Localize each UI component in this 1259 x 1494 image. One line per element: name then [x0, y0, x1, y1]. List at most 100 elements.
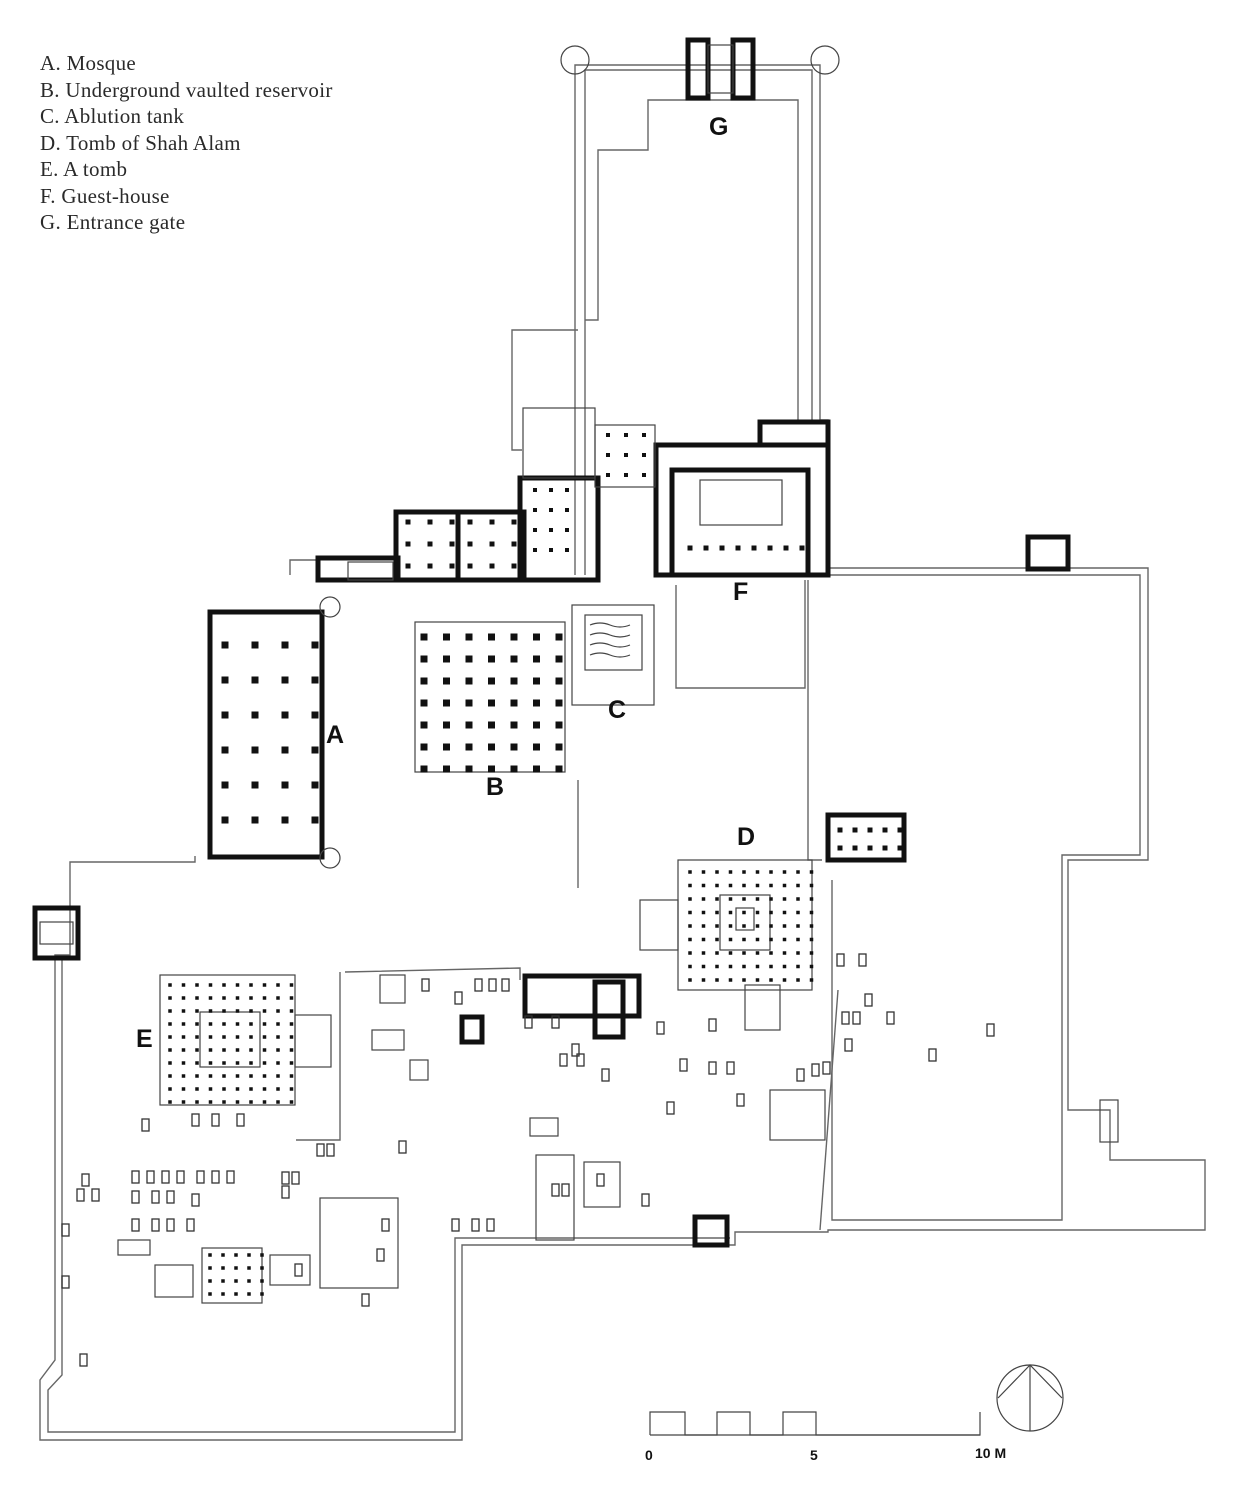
- grave-marker: [852, 1011, 861, 1025]
- pier: [260, 1266, 264, 1270]
- entrance-court-step-wall-2: [585, 99, 799, 420]
- pier: [427, 541, 433, 547]
- label-b: B: [486, 773, 504, 801]
- pier: [533, 508, 537, 512]
- pier: [742, 870, 746, 874]
- grave-marker: [151, 1218, 160, 1232]
- grave-marker: [708, 1061, 717, 1075]
- grave-marker: [191, 1113, 200, 1127]
- grave-marker: [146, 1170, 155, 1184]
- pier: [276, 1022, 280, 1026]
- pier: [235, 1048, 240, 1052]
- pier: [688, 964, 692, 969]
- pier: [260, 1279, 264, 1283]
- label-f: F: [733, 578, 748, 606]
- grave-marker: [79, 1353, 88, 1367]
- pier: [289, 1087, 294, 1091]
- a-tomb: [159, 974, 332, 1106]
- pier: [222, 983, 226, 987]
- pier: [769, 951, 773, 955]
- pier: [624, 473, 628, 477]
- pier: [742, 883, 746, 888]
- pier: [755, 910, 760, 915]
- legend-item-entrance-gate: G. Entrance gate: [40, 210, 186, 234]
- pier: [565, 488, 569, 492]
- grave-marker: [928, 1048, 937, 1062]
- pier: [311, 711, 319, 719]
- pier: [755, 883, 760, 888]
- grave-marker: [141, 1118, 150, 1132]
- grave-marker: [211, 1170, 220, 1184]
- pier: [897, 845, 903, 851]
- legend-item-ablution-tank: C. Ablution tank: [40, 104, 185, 128]
- pier: [276, 1100, 280, 1104]
- grave-marker: [656, 1021, 665, 1035]
- pier: [195, 1100, 199, 1104]
- pier: [809, 883, 814, 888]
- pier: [488, 677, 495, 685]
- pier: [235, 1074, 240, 1078]
- pier: [168, 983, 172, 987]
- pier: [809, 897, 814, 901]
- pier: [276, 1048, 280, 1052]
- pier: [168, 1061, 172, 1065]
- scale-bar: 0 5 10 M: [645, 1411, 1006, 1463]
- pier: [249, 1074, 253, 1078]
- grave-marker: [486, 1218, 495, 1232]
- pier: [701, 978, 706, 982]
- pier: [262, 996, 267, 1000]
- pier: [701, 937, 706, 942]
- pier: [249, 1100, 253, 1104]
- grave-marker: [559, 1053, 568, 1067]
- pier: [168, 1035, 172, 1039]
- grave-marker: [596, 1173, 605, 1187]
- east-court-wall: [828, 574, 1141, 1221]
- grave-marker: [211, 1113, 220, 1127]
- grave-marker: [726, 1061, 735, 1075]
- pier: [687, 545, 693, 551]
- pier: [405, 519, 411, 525]
- grave-marker: [361, 1293, 370, 1307]
- pier: [688, 910, 692, 915]
- pier: [715, 897, 719, 901]
- pier: [688, 883, 692, 888]
- grave-marker: [571, 1043, 580, 1057]
- pier: [755, 870, 760, 874]
- pier: [195, 983, 199, 987]
- pier: [796, 883, 800, 888]
- grave-marker: [316, 1143, 325, 1157]
- pier: [181, 996, 186, 1000]
- pier: [443, 765, 450, 773]
- pier: [809, 978, 814, 982]
- pier: [221, 816, 229, 824]
- legend-item-guest-house: F. Guest-house: [40, 183, 170, 208]
- pier: [809, 951, 814, 955]
- pier: [443, 743, 450, 751]
- pier: [624, 433, 628, 437]
- grave-marker: [471, 1218, 480, 1232]
- court-wall-south: [296, 972, 341, 1141]
- pier: [728, 910, 733, 915]
- pier: [222, 1061, 226, 1065]
- pier: [235, 1022, 240, 1026]
- pier: [443, 721, 450, 729]
- pier: [533, 743, 540, 751]
- pier: [168, 1048, 172, 1052]
- pier: [221, 781, 229, 789]
- pier: [782, 924, 787, 928]
- pier: [467, 541, 473, 547]
- pier: [251, 781, 259, 789]
- pier: [782, 883, 787, 888]
- pier: [688, 951, 692, 955]
- pier: [701, 910, 706, 915]
- pier: [510, 655, 518, 663]
- pier: [796, 951, 800, 955]
- pier: [533, 488, 537, 492]
- pier: [249, 1009, 253, 1013]
- pier: [276, 983, 280, 987]
- pier: [728, 883, 733, 888]
- grave-marker: [196, 1170, 205, 1184]
- pier: [549, 548, 553, 552]
- grave-markers: [61, 953, 995, 1367]
- pier: [555, 633, 563, 641]
